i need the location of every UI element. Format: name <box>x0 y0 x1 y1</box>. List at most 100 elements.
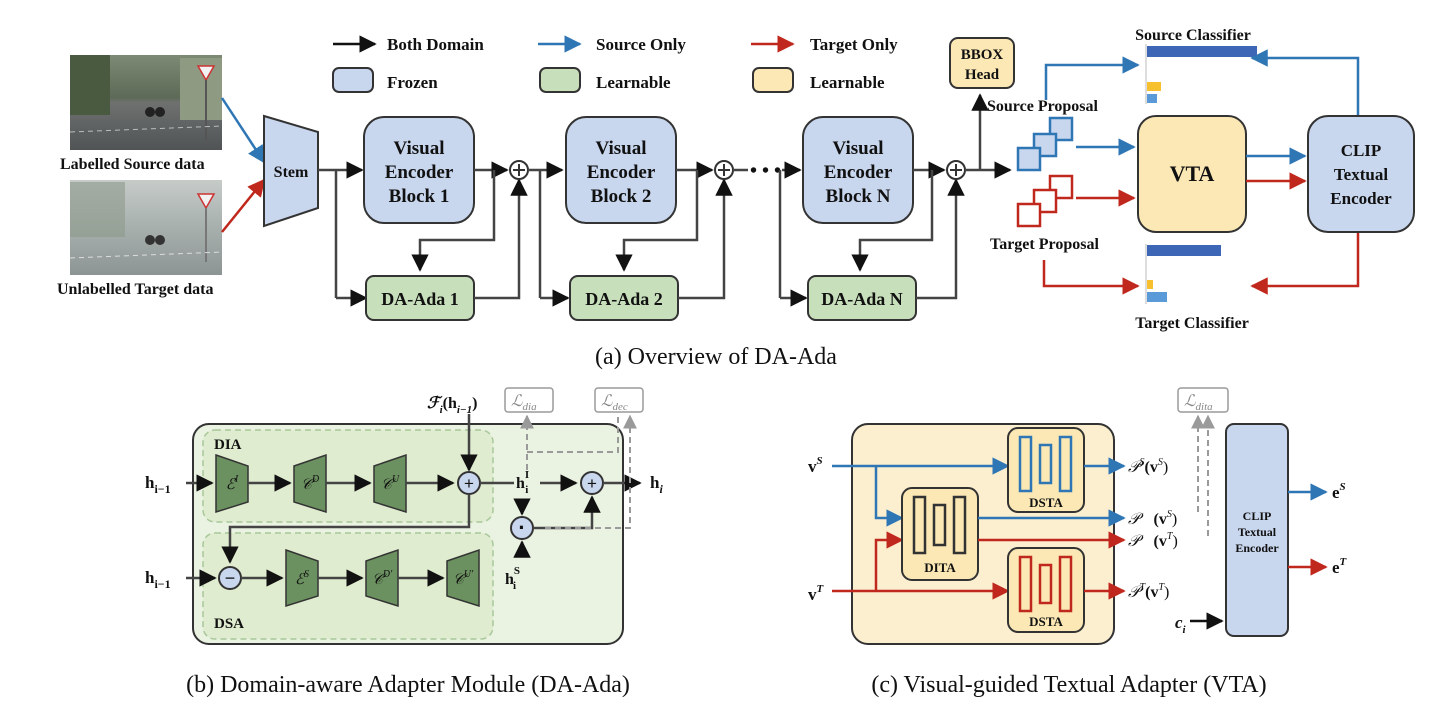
p-vs-label: 𝒫(vS) <box>1128 509 1177 528</box>
v-s-label: vS <box>808 455 823 476</box>
clip-line2: Textual <box>1334 165 1388 184</box>
clip-to-target-classifier-arrow <box>1250 232 1360 295</box>
vs-to-dita-arrow <box>874 466 904 527</box>
source-proposal-boxes <box>1016 116 1074 172</box>
dita-bars <box>912 495 967 555</box>
target-classifier-label: Target Classifier <box>1135 315 1249 332</box>
target-image <box>69 180 223 275</box>
legend-learnable-green-label: Learnable <box>596 73 671 92</box>
e-t-label: eT <box>1332 556 1348 577</box>
dsta-target-label: DSTA <box>1029 614 1063 629</box>
target-proposal-label: Target Proposal <box>990 236 1099 253</box>
target-data-label: Unlabelled Target data <box>57 281 213 298</box>
loss-dita-box <box>1177 387 1229 413</box>
legend: Both Domain Source Only Target Only Froz… <box>332 35 898 93</box>
subtract-symbol: − <box>225 568 236 588</box>
decoder-u-prime-block <box>446 548 480 608</box>
bbox-head <box>949 37 1015 89</box>
ellipsis: • • • <box>750 160 781 182</box>
dsta-source-bars <box>1018 435 1073 493</box>
decoder-d-prime-block <box>365 548 399 608</box>
ada1-to-add1-arrow <box>474 178 528 300</box>
encoder-i-block <box>215 453 249 514</box>
dsta-source-label: DSTA <box>1029 495 1063 510</box>
v-t-label: vT <box>808 583 825 604</box>
p-t-vt-label: 𝒫T(vT) <box>1128 582 1169 601</box>
vta-label: VTA <box>1170 161 1215 186</box>
target-bar-1 <box>1147 245 1221 256</box>
blockN-line2: Encoder <box>824 162 893 183</box>
dia-label: DIA <box>214 437 242 453</box>
target-bar-3 <box>1147 292 1167 302</box>
vta-clip-textual-encoder <box>1225 423 1289 637</box>
blockN-to-adaN-arrow <box>851 170 934 272</box>
panel-b: DIA DSA hi−1 hi−1 ℰI 𝒞D 𝒞U ℱi(hi−1) + − … <box>145 387 663 698</box>
source-classifier-bars <box>1145 44 1257 104</box>
block2-line2: Encoder <box>587 162 656 183</box>
caption-c: (c) Visual-guided Textual Adapter (VTA) <box>871 672 1266 698</box>
dia-to-subtract-arrow <box>221 494 471 564</box>
clip-line3: Encoder <box>1330 189 1392 208</box>
loss-dec-top-line <box>527 416 619 453</box>
loss-dec-label: ℒdec <box>601 393 628 413</box>
bbox-line2: Head <box>965 67 1000 83</box>
vta-clip-line2: Textual <box>1238 525 1277 539</box>
ada2-label: DA-Ada 2 <box>585 289 663 309</box>
p-vt-label: 𝒫(vT) <box>1128 531 1178 550</box>
vta-clip-line1: CLIP <box>1243 509 1272 523</box>
loss-dia-label: ℒdia <box>511 393 537 413</box>
dsta-target-bars <box>1018 555 1073 613</box>
dita-label: DITA <box>924 560 956 575</box>
source-image <box>69 55 223 150</box>
target-proposal-boxes <box>1016 174 1074 228</box>
ada2-to-add2-arrow <box>678 178 733 300</box>
e-s-label: eS <box>1332 481 1346 502</box>
stem-label: Stem <box>274 164 309 181</box>
source-bar-3 <box>1147 94 1157 103</box>
multiply-symbol: · <box>518 515 525 540</box>
source-bar-1 <box>1147 46 1257 57</box>
source-input-arrow <box>220 97 266 164</box>
decoder-u-block <box>373 453 407 514</box>
h-i-label: hi <box>650 473 663 496</box>
clip-textual-encoder <box>1307 115 1415 233</box>
legend-target-label: Target Only <box>810 35 898 54</box>
target-bar-2 <box>1147 280 1153 289</box>
loss-dec-arrow <box>545 414 637 529</box>
legend-frozen-swatch <box>332 67 374 93</box>
stem-block <box>263 114 319 228</box>
clip-to-source-classifier-arrow <box>1250 49 1360 115</box>
bbox-line1: BBOX <box>961 47 1004 63</box>
output-add-symbol: + <box>587 474 597 493</box>
target-classifier-bars <box>1145 244 1221 304</box>
block1-line3: Block 1 <box>389 186 450 207</box>
vta-clip-line3: Encoder <box>1235 541 1279 555</box>
loss-dia-box <box>504 387 554 413</box>
source-data-label: Labelled Source data <box>60 156 205 173</box>
loss-dec-box <box>594 387 644 413</box>
vt-to-dita-arrow <box>874 531 904 591</box>
blockN-line1: Visual <box>832 138 883 159</box>
decoder-d-block <box>293 453 327 514</box>
dsa-label: DSA <box>214 616 244 632</box>
source-bar-2 <box>1147 82 1161 91</box>
block2-line3: Block 2 <box>591 186 652 207</box>
source-proposal-to-classifier-arrow <box>1044 56 1140 100</box>
encoder-s-block <box>285 548 319 608</box>
panel-a: Labelled Source data Unlabelled Target d… <box>57 27 1415 370</box>
encoder-s-label: ℰS <box>295 569 309 588</box>
p-s-vs-label: 𝒫S(vS) <box>1128 457 1168 476</box>
adaN-to-addN-arrow <box>916 178 965 300</box>
multiply-to-add2-arrow <box>533 495 601 530</box>
loss-dita-label: ℒdita <box>1184 393 1213 413</box>
panel-c: vS vT DSTA DITA DSTA <box>808 387 1348 698</box>
legend-learnable-yellow-swatch <box>752 67 794 93</box>
block1-line1: Visual <box>393 138 444 159</box>
legend-learnable-green-swatch <box>539 67 581 93</box>
legend-source-label: Source Only <box>596 35 686 54</box>
h-prev-bottom: hi−1 <box>145 568 171 591</box>
